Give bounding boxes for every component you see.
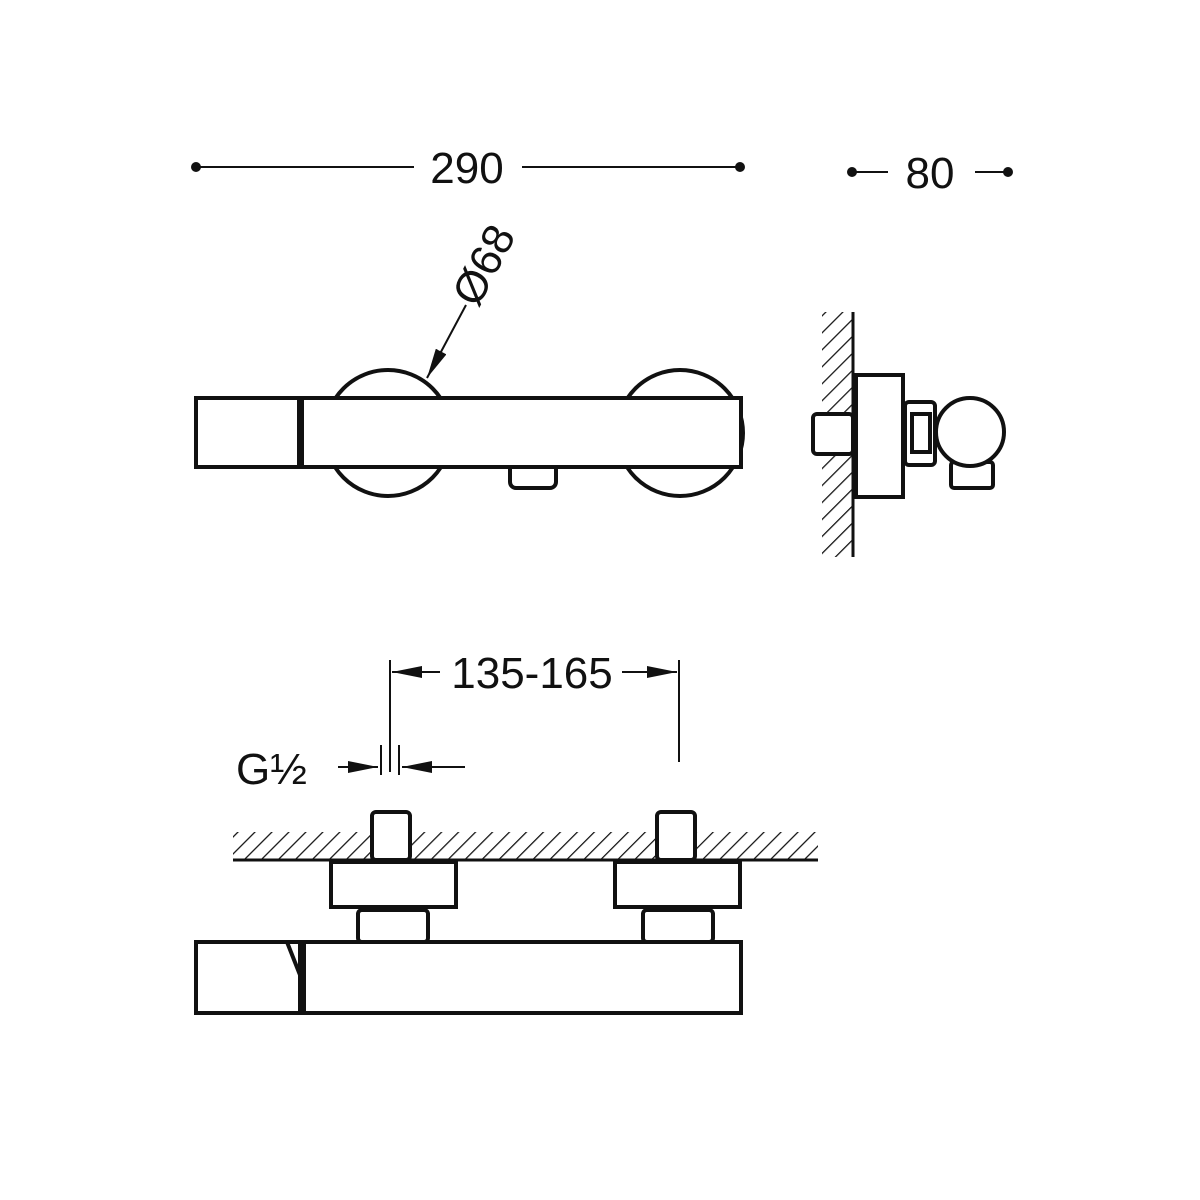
diameter-label: Ø68	[443, 217, 525, 313]
dimension-inlet-spacing: 135-165	[389, 649, 680, 772]
diameter-arrow	[426, 304, 467, 379]
dimension-length: 290	[191, 144, 745, 193]
side-view	[811, 312, 1006, 557]
dimension-depth: 80	[847, 149, 1013, 198]
front-view: Ø68	[194, 217, 745, 498]
handle-block	[194, 396, 302, 469]
thread-label: G½	[236, 745, 307, 794]
depth-label: 80	[906, 149, 955, 198]
dimension-thread: G½	[236, 745, 465, 794]
top-view	[194, 810, 818, 1015]
valve-body	[300, 396, 743, 469]
length-label: 290	[430, 144, 503, 193]
inlet-spacing-label: 135-165	[451, 649, 612, 698]
